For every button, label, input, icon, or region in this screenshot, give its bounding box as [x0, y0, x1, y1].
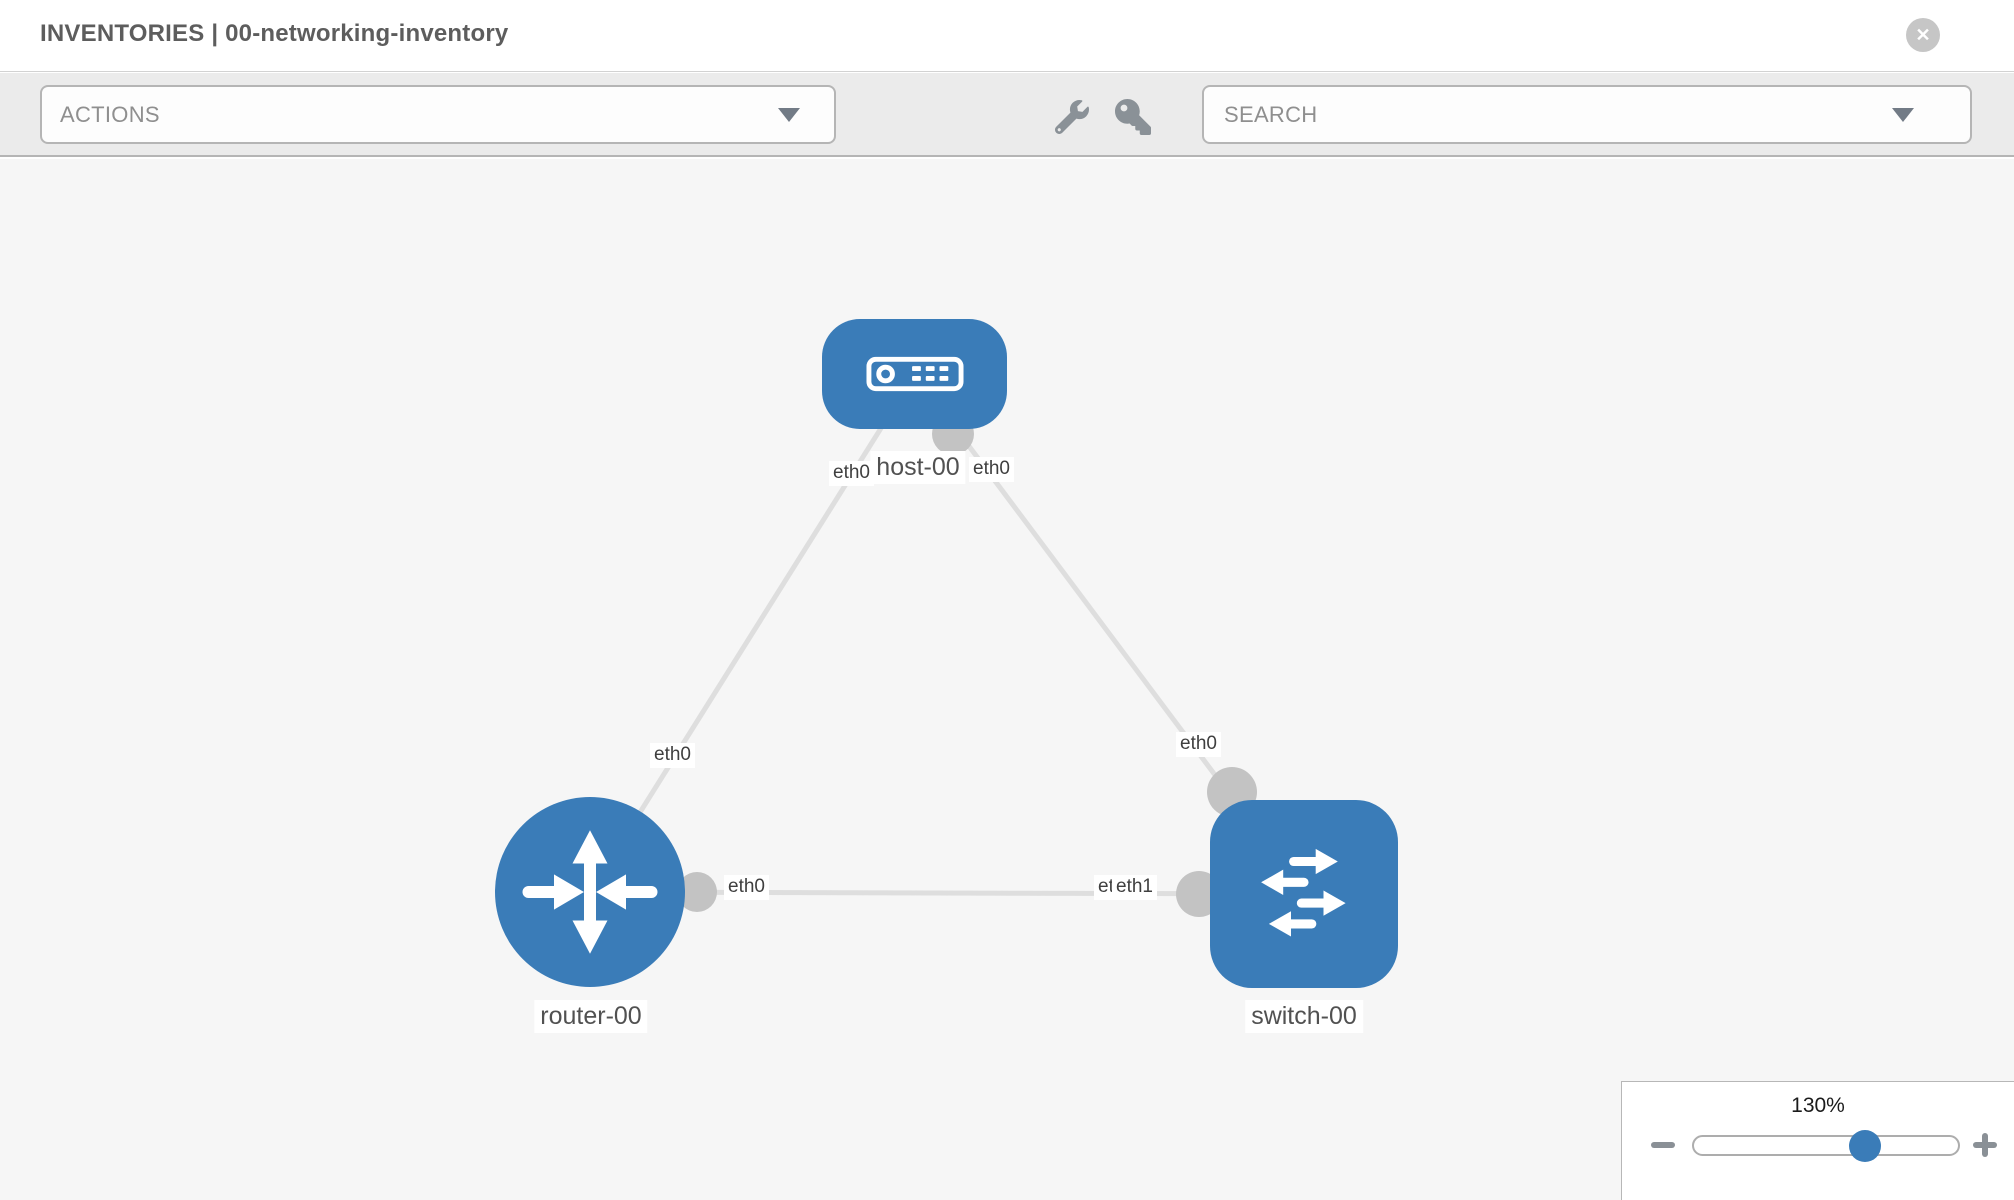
- credentials-button[interactable]: [1113, 97, 1153, 137]
- interface-label-eth0-host-switch-side: eth0: [969, 457, 1014, 482]
- switch-icon: [1261, 848, 1346, 937]
- zoom-in-button[interactable]: [1970, 1130, 2000, 1160]
- host-icon: [865, 356, 964, 392]
- interface-label-eth0-router-side: eth0: [650, 743, 695, 768]
- tools-button[interactable]: [1052, 97, 1092, 137]
- interface-label-eth0-router-link: eth0: [724, 875, 769, 900]
- topology-canvas[interactable]: host-00 router-00 switch-00 eth0 eth0 et…: [0, 159, 2014, 1200]
- node-label-router-00: router-00: [534, 1000, 648, 1033]
- node-switch-00[interactable]: [1210, 800, 1398, 988]
- search-dropdown[interactable]: SEARCH: [1202, 85, 1972, 144]
- connector-router-right: [677, 872, 717, 912]
- node-host-00[interactable]: [822, 319, 1007, 429]
- zoom-slider-knob[interactable]: [1849, 1130, 1881, 1162]
- page-title: INVENTORIES | 00-networking-inventory: [40, 20, 509, 47]
- wrench-icon: [1055, 100, 1089, 134]
- interface-label-eth1-switch-link: eth1: [1112, 875, 1157, 900]
- node-label-host-00: host-00: [870, 451, 966, 484]
- zoom-slider[interactable]: [1692, 1130, 1960, 1162]
- search-input[interactable]: SEARCH: [1224, 101, 1318, 127]
- key-icon: [1115, 99, 1151, 135]
- interface-label-eth0-host-router-side: eth0: [829, 461, 874, 486]
- zoom-level: 130%: [1791, 1094, 1845, 1117]
- interface-label-eth0-switch-top: eth0: [1176, 732, 1221, 757]
- actions-dropdown-label: ACTIONS: [60, 101, 160, 127]
- header: INVENTORIES | 00-networking-inventory ✕: [0, 0, 2014, 72]
- zoom-out-button[interactable]: [1648, 1130, 1678, 1160]
- zoom-panel: 130%: [1621, 1081, 2014, 1200]
- node-router-00[interactable]: [495, 797, 685, 987]
- chevron-down-icon: [778, 107, 800, 122]
- close-button[interactable]: ✕: [1906, 18, 1940, 52]
- topology-links-layer: [587, 372, 1307, 917]
- minus-icon: [1651, 1142, 1675, 1148]
- actions-dropdown[interactable]: ACTIONS: [40, 85, 836, 144]
- link-host-router: [587, 372, 918, 894]
- router-icon: [522, 830, 658, 954]
- chevron-down-icon: [1892, 107, 1914, 122]
- close-icon: ✕: [1915, 25, 1931, 45]
- toolbar: ACTIONS SEARCH: [0, 73, 2014, 157]
- node-label-switch-00: switch-00: [1245, 1000, 1363, 1033]
